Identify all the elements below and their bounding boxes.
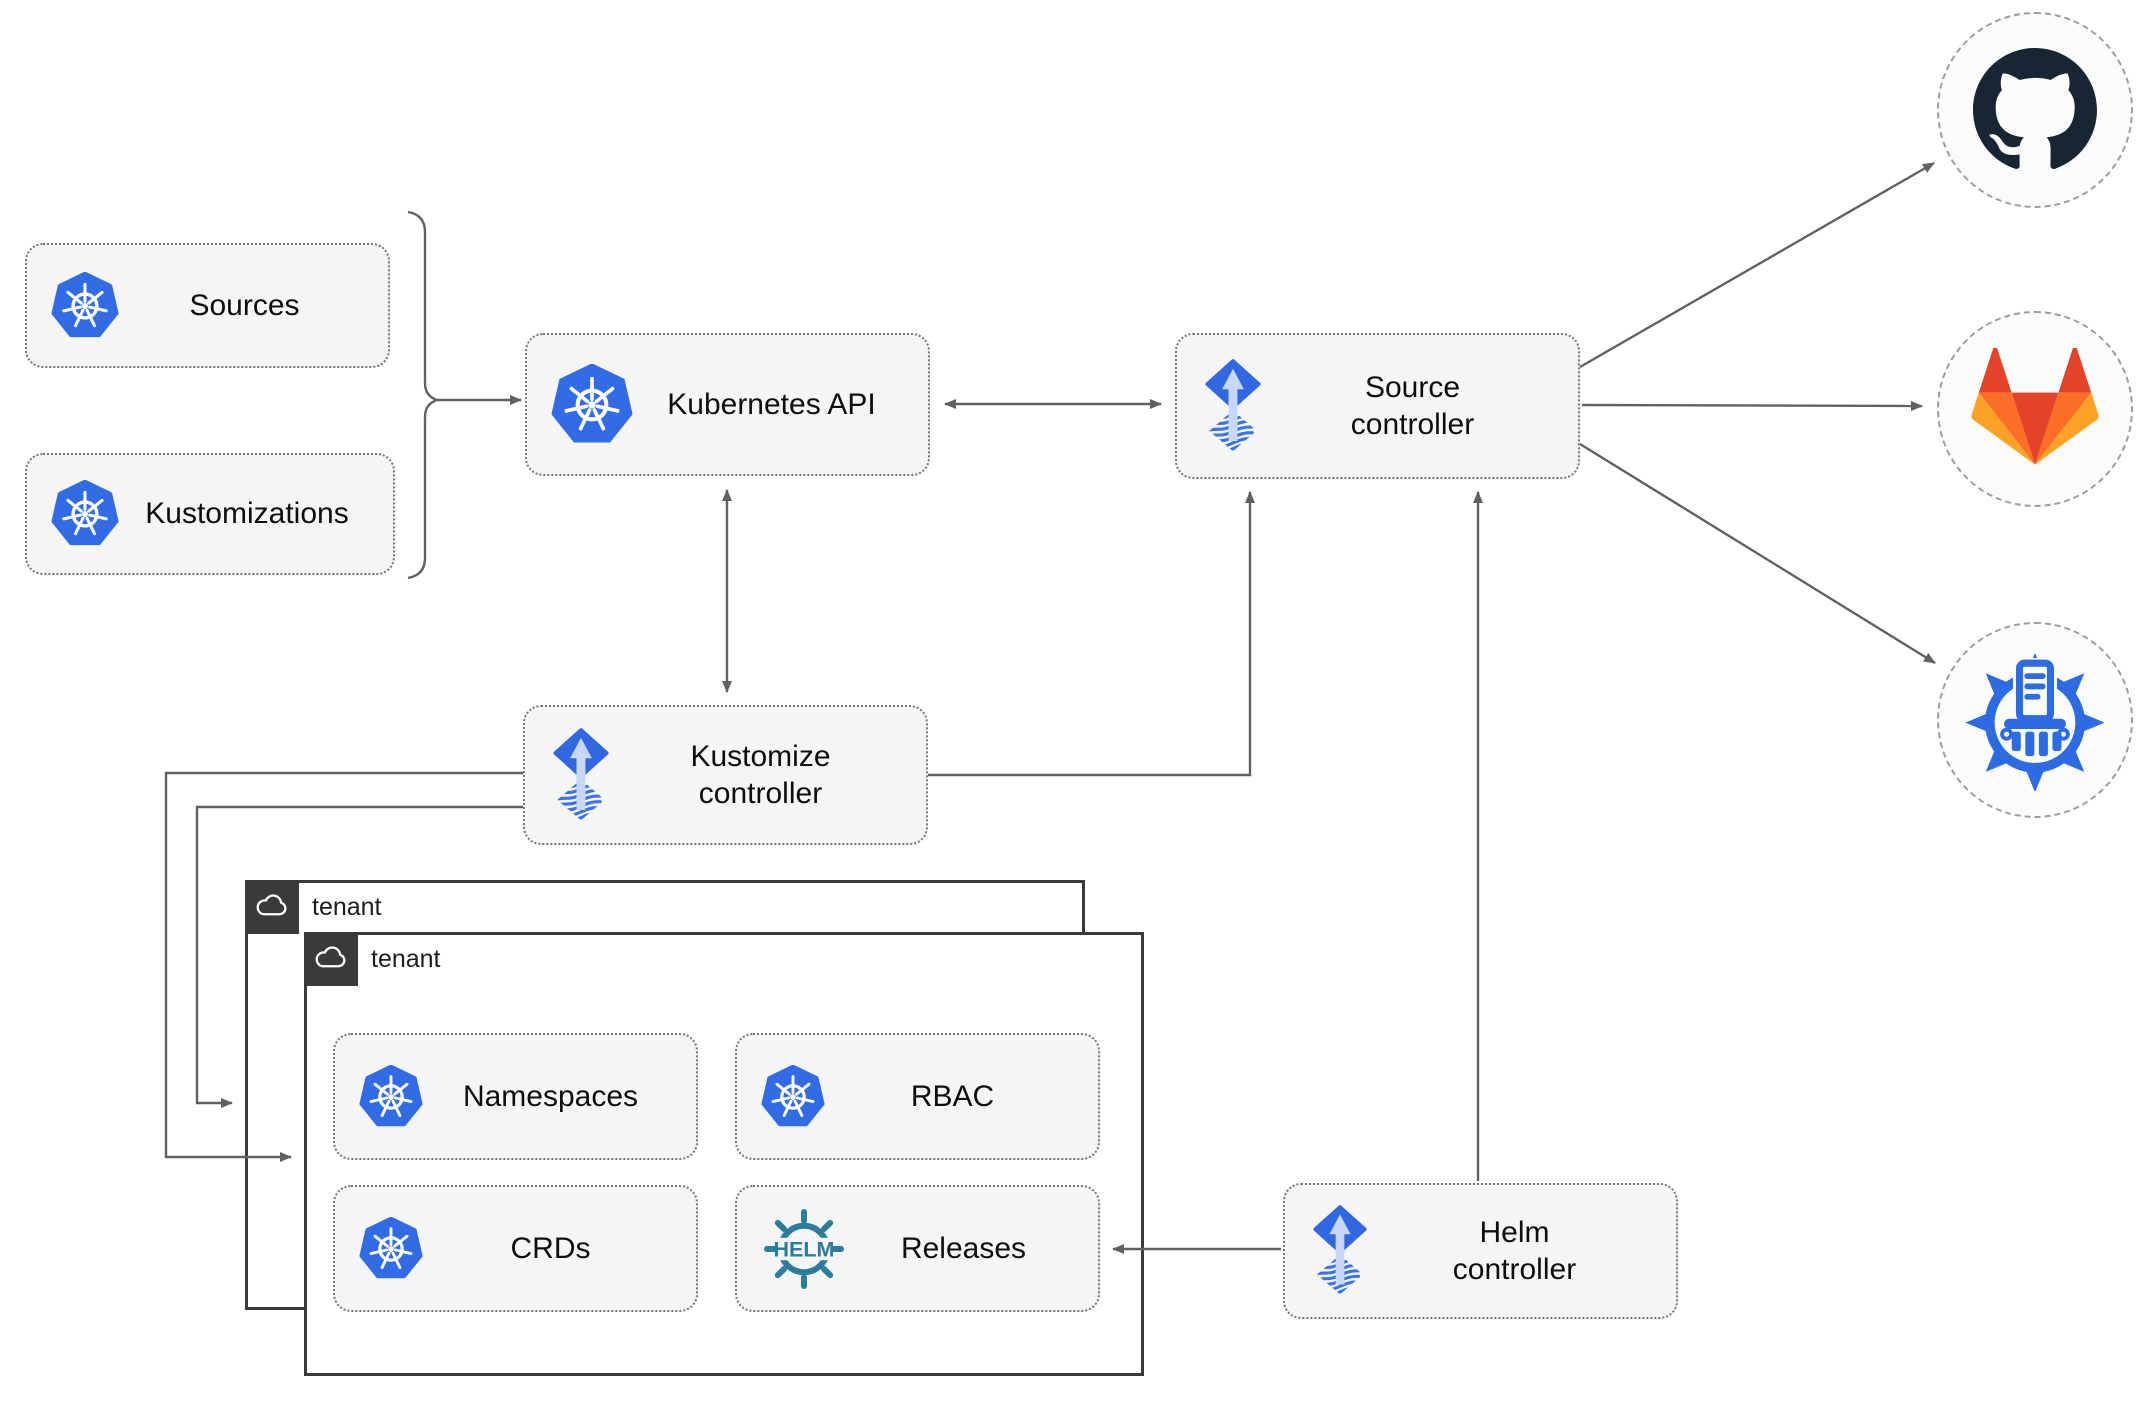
gitlab-icon xyxy=(1971,347,2099,465)
node-kustomize-controller: Kustomize controller xyxy=(523,705,928,845)
endpoint-chartmuseum xyxy=(1937,622,2133,818)
cloud-icon xyxy=(254,889,290,925)
node-label-rbac: RBAC xyxy=(910,1079,995,1113)
kubernetes-icon xyxy=(51,272,119,340)
node-label-sources: Sources xyxy=(189,288,300,322)
kubernetes-icon xyxy=(359,1065,423,1129)
kubernetes-icon xyxy=(761,1065,825,1129)
node-namespaces: Namespaces xyxy=(333,1033,698,1160)
helm-wheel-icon: HELM xyxy=(764,1208,844,1289)
flux-icon xyxy=(1309,1205,1371,1297)
arrow-source-to-gitlab xyxy=(1581,400,1923,411)
flux-icon xyxy=(1201,359,1265,454)
endpoint-github xyxy=(1937,12,2133,208)
node-helm-controller: Helm controller xyxy=(1283,1183,1678,1319)
node-label-kustomizations: Kustomizations xyxy=(145,497,349,531)
kubernetes-icon xyxy=(51,480,119,548)
node-label-crds: CRDs xyxy=(510,1231,591,1265)
node-rbac: RBAC xyxy=(735,1033,1100,1160)
node-label-source-controller: Source controller xyxy=(1350,370,1475,442)
node-crds: CRDs xyxy=(333,1185,698,1312)
chartmuseum-icon xyxy=(1965,652,2105,791)
node-kustomizations: Kustomizations xyxy=(25,453,395,575)
arrow-kustomize-to-source xyxy=(928,491,1255,777)
node-label-kubernetes-api: Kubernetes API xyxy=(667,387,876,421)
kubernetes-icon xyxy=(551,364,633,446)
brace-crd-group xyxy=(407,210,441,580)
node-sources: Sources xyxy=(25,243,390,368)
cloud-badge xyxy=(245,880,299,934)
arrow-source-to-github xyxy=(1579,161,1935,369)
endpoint-gitlab xyxy=(1937,311,2133,507)
node-label-helm-controller: Helm controller xyxy=(1452,1215,1577,1287)
node-label-kustomize-controller: Kustomize controller xyxy=(690,739,831,811)
flux-icon xyxy=(549,728,613,823)
node-label-releases: Releases xyxy=(900,1231,1027,1265)
tenant-label-outer: tenant xyxy=(312,892,382,921)
helm-logo-text: HELM xyxy=(774,1237,835,1261)
kubernetes-icon xyxy=(359,1217,423,1281)
cloud-badge xyxy=(304,932,358,986)
node-source-controller: Source controller xyxy=(1175,333,1580,479)
arrow-source-to-chartmuseum xyxy=(1579,442,1936,665)
cloud-icon xyxy=(313,941,349,977)
node-kubernetes-api: Kubernetes API xyxy=(525,333,930,476)
github-icon xyxy=(1973,48,2097,169)
node-label-namespaces: Namespaces xyxy=(462,1079,639,1113)
tenant-label-inner: tenant xyxy=(371,944,441,973)
node-releases: HELM Releases xyxy=(735,1185,1100,1312)
